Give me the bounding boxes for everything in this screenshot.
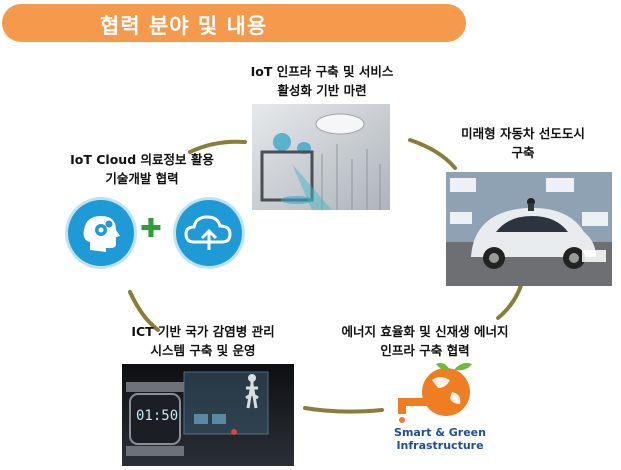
node-energy-line2: 인프라 구축 협력 (380, 343, 470, 358)
node-iot-infra-label: IoT 인프라 구축 및 서비스 활성화 기반 마련 (232, 62, 412, 100)
node-iot-cloud-label: IoT Cloud 의료정보 활용 기술개발 협력 (52, 150, 232, 188)
page-title: 협력 분야 및 내용 (100, 14, 268, 38)
header-banner: 협력 분야 및 내용 (2, 4, 466, 42)
iot-infra-image (252, 104, 390, 210)
node-ict-line1: ICT 기반 국가 감염병 관리 (131, 324, 275, 339)
node-future-car-line2: 구축 (511, 145, 535, 160)
node-iot-infra-line2: 활성화 기반 마련 (277, 83, 367, 98)
smart-green-caption: Smart & Green Infrastructure (372, 426, 508, 452)
arc-top-left (188, 139, 247, 154)
smart-green-line2: Infrastructure (396, 439, 484, 452)
node-iot-infra-line1: IoT 인프라 구축 및 서비스 (250, 64, 394, 79)
node-iot-cloud-line1: IoT Cloud 의료정보 활용 (70, 152, 214, 167)
globe-faucet-icon (392, 358, 492, 424)
node-future-car-label: 미래형 자동차 선도도시 구축 (438, 124, 608, 162)
head-gears-icon (68, 200, 134, 266)
node-energy-label: 에너지 효율화 및 신재생 에너지 인프라 구축 협력 (330, 322, 520, 360)
node-ict-line2: 시스템 구축 및 운영 (150, 343, 256, 358)
ict-image: 01:50 (122, 364, 294, 466)
plus-icon: ✚ (140, 214, 162, 244)
node-ict-label: ICT 기반 국가 감염병 관리 시스템 구축 및 운영 (108, 322, 298, 360)
cloud-upload-icon (176, 200, 242, 266)
future-car-image (446, 172, 612, 286)
arc-top-right (408, 138, 457, 170)
node-iot-cloud-line2: 기술개발 협력 (105, 171, 179, 186)
arc-left (128, 290, 160, 332)
arc-bottom (303, 406, 384, 414)
node-energy-line1: 에너지 효율화 및 신재생 에너지 (341, 324, 509, 339)
watch-time: 01:50 (136, 408, 179, 424)
node-future-car-line1: 미래형 자동차 선도도시 (461, 126, 585, 141)
smart-green-line1: Smart & Green (394, 426, 486, 439)
